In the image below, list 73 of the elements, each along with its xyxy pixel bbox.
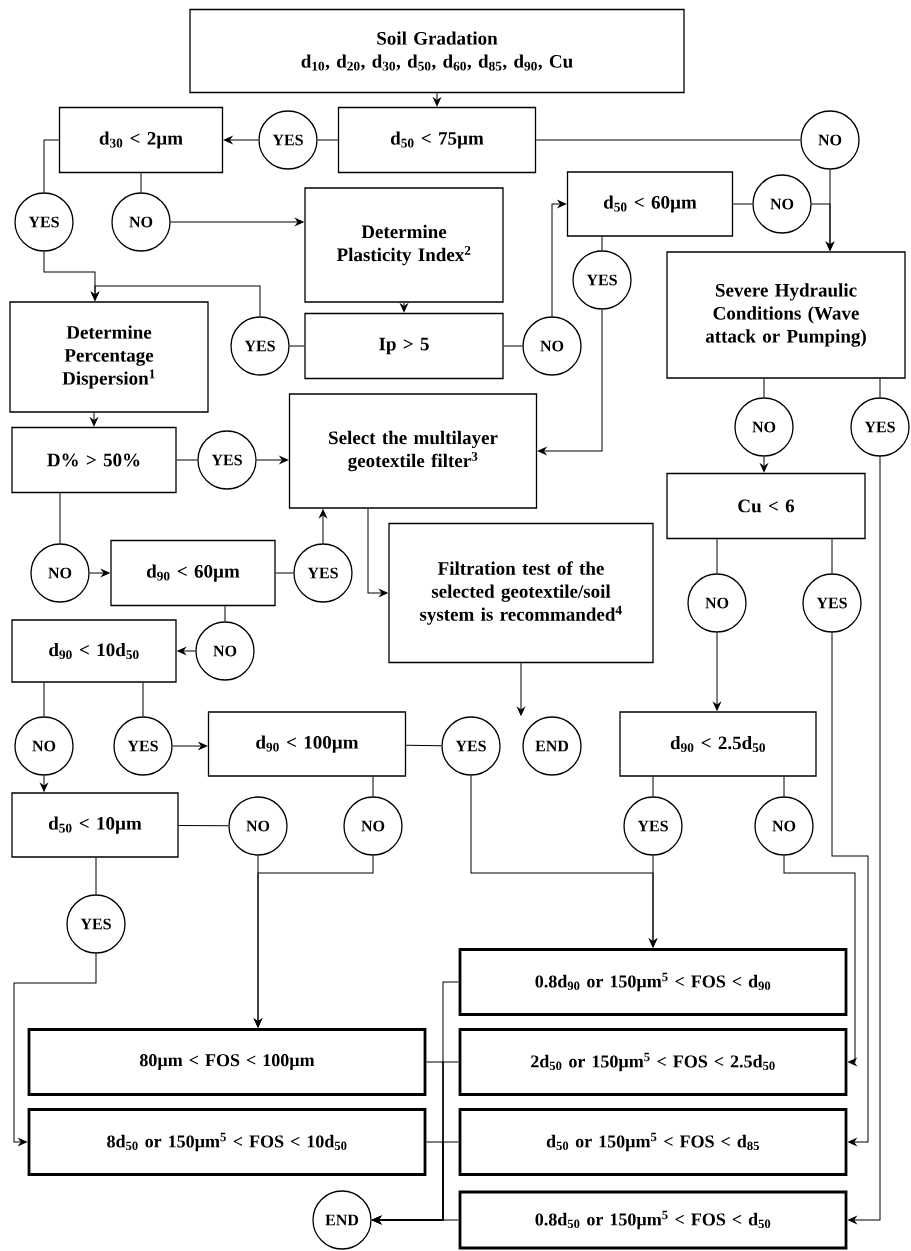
arrow (713, 632, 721, 711)
arrow (831, 632, 869, 1146)
connector-line (142, 682, 144, 717)
arrow (256, 456, 289, 464)
arrow (40, 775, 48, 792)
arrow (254, 855, 374, 1028)
process-box: Determine Plasticity Index$^{2}$ (304, 187, 504, 303)
process-box: Cu < 6 (666, 472, 866, 540)
process-box: d$_{50}$ < 10µm (11, 792, 179, 858)
process-box: Ip > 5 (304, 312, 504, 380)
arrow (848, 456, 881, 1224)
arrow (551, 200, 567, 317)
process-box: Soil Gradation d$_{10}$, d$_{20}$, d$_{30}$, d$_{50}$, d$_{60}$, d$_{85}$, d$_{90}$, Cu (189, 8, 685, 94)
result-box: 0.8d$_{50}$ or 150µm$^{5}$ < FOS < d$_{50}$ (458, 1190, 848, 1250)
connector-line (405, 744, 442, 747)
connector-line (732, 203, 753, 205)
result-box: 80µm < FOS < 100µm (27, 1028, 427, 1096)
arrow (177, 647, 196, 655)
arrow (91, 285, 261, 317)
connector-line (43, 682, 45, 717)
result-box: 0.8d$_{90}$ or 150µm$^{5}$ < FOS < d$_{90}$ (458, 948, 848, 1016)
result-box: 2d$_{50}$ or 150µm$^{5}$ < FOS < 2.5d$_{50}$ (458, 1028, 848, 1096)
process-box: d$_{90}$ < 60µm (110, 539, 276, 607)
connector-line (601, 236, 603, 251)
arrow (372, 1216, 460, 1224)
connector-line (95, 857, 97, 895)
connector-line (317, 139, 339, 141)
connector-line (503, 345, 523, 347)
process-box: Determine Percentage Dispersion$^{1}$ (9, 301, 209, 413)
process-box: Select the multilayer geotextile filter$^{3}$ (288, 393, 538, 509)
connector-line (372, 776, 374, 797)
arrow (89, 569, 110, 577)
connector-line (652, 776, 654, 797)
connector-line (289, 345, 305, 347)
connector-line (140, 172, 142, 193)
arrow (367, 508, 388, 597)
process-box: d$_{90}$ < 10d$_{50}$ (11, 619, 177, 683)
connector-line (763, 378, 765, 398)
connector-line (275, 572, 294, 574)
arrow (223, 136, 259, 144)
process-box: D% > 50% (11, 426, 177, 494)
arrow (319, 509, 327, 544)
process-box: d$_{30}$ < 2µm (58, 106, 224, 174)
connector-line (176, 459, 198, 461)
process-box: d$_{90}$ < 100µm (207, 711, 407, 777)
arrow (13, 953, 97, 1146)
process-box: Severe Hydraulic Conditions (Wave attack or Pumping) (666, 251, 906, 379)
arrow (649, 855, 657, 948)
process-box: Filtration test of the selected geotextile/soil system is recommanded$^{4}$ (388, 522, 654, 664)
arrow (783, 855, 857, 1066)
arrow (172, 742, 208, 750)
process-box: d$_{90}$ < 2.5d$_{50}$ (619, 711, 817, 777)
connector-line (43, 139, 60, 193)
arrow (90, 412, 98, 427)
arrow (433, 92, 441, 107)
arrow (517, 662, 525, 716)
arrow (537, 309, 603, 455)
connector-line (224, 605, 226, 622)
connector-line (59, 492, 61, 544)
result-box: d$_{50}$ or 150µm$^{5}$ < FOS < d$_{85}$ (458, 1108, 848, 1176)
connector-line (716, 538, 718, 574)
result-box: 8d$_{50}$ or 150µm$^{5}$ < FOS < 10d$_{50}$ (27, 1108, 427, 1176)
connector-line (783, 776, 785, 797)
arrow (400, 302, 408, 313)
connector-line (879, 378, 881, 398)
arrow (170, 218, 304, 226)
process-box: d$_{50}$ < 60µm (566, 171, 734, 237)
connector-line (831, 538, 833, 574)
arrow (760, 456, 768, 473)
arrow (826, 169, 834, 251)
connector-line (535, 139, 801, 141)
process-box: d$_{50}$ < 75µm (337, 106, 537, 174)
connector-line (178, 825, 229, 827)
